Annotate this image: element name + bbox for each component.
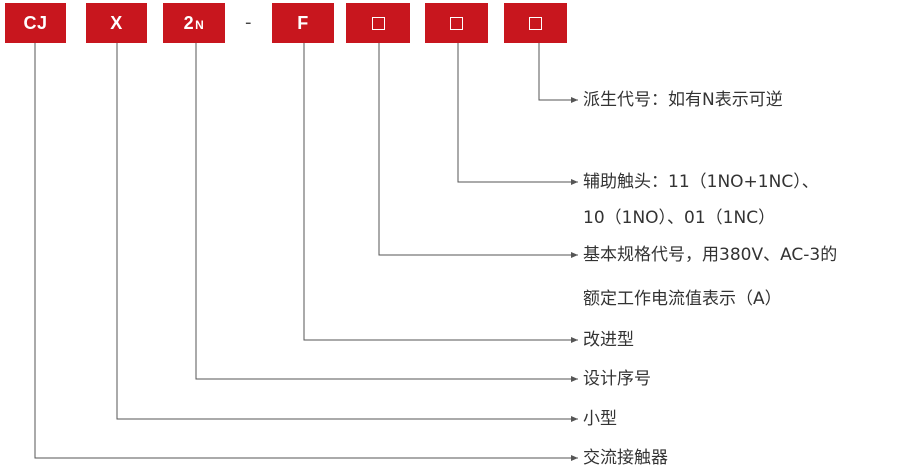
connector-design (195, 43, 578, 382)
code-box-x: X (86, 3, 147, 43)
code-box-f-text: F (297, 12, 309, 33)
label-rating-line2: 额定工作电流值表示（A） (583, 289, 782, 309)
blank-square-icon (371, 16, 385, 30)
code-box-2n-text: 2 (183, 12, 195, 33)
code-separator: - (245, 12, 252, 33)
connector-rating (378, 43, 578, 258)
label-aux-contacts-line2: 10（1NO）、01（1NC） (583, 208, 776, 228)
code-box-aux (425, 3, 488, 43)
code-box-cj-text: CJ (23, 12, 48, 33)
code-box-rating (346, 3, 410, 43)
label-small: 小型 (583, 409, 617, 429)
code-box-derived (504, 3, 567, 43)
code-box-x-text: X (110, 12, 123, 33)
connector-ac (34, 43, 578, 461)
label-aux-contacts-line1: 辅助触头：11（1NO+1NC）、 (583, 172, 819, 192)
blank-square-icon (529, 16, 542, 30)
label-derived-code: 派生代号：如有N表示可逆 (583, 90, 783, 110)
code-box-cj: CJ (5, 3, 66, 43)
connector-improved (303, 43, 578, 343)
label-ac-contactor: 交流接触器 (583, 448, 668, 468)
label-improved: 改进型 (583, 330, 634, 350)
label-design-seq: 设计序号 (583, 369, 651, 389)
code-box-2n-sub: N (195, 18, 205, 32)
connector-small (116, 43, 578, 422)
label-rating-line1: 基本规格代号，用380V、AC-3的 (583, 245, 838, 265)
connector-derived (538, 43, 578, 103)
code-box-f: F (272, 3, 334, 43)
connector-aux (457, 43, 578, 185)
blank-square-icon (450, 16, 463, 30)
